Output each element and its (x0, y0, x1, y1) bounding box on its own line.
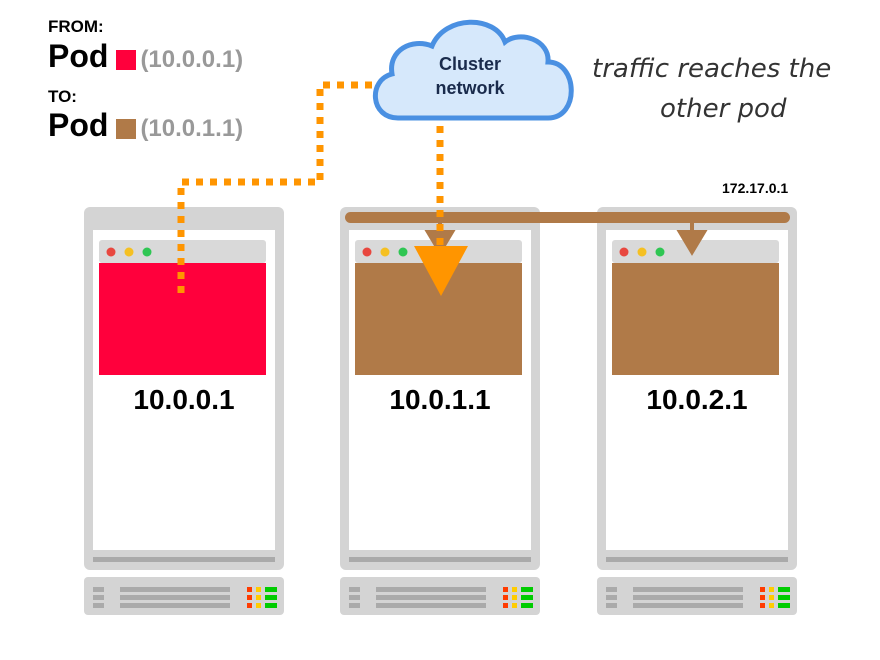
status-led-red (247, 587, 252, 592)
status-led-green (778, 587, 790, 592)
status-led-red (503, 595, 508, 600)
status-led-red (503, 603, 508, 608)
server-bottom-bar (606, 557, 788, 562)
status-led-yellow (512, 603, 517, 608)
server-bottom-bar (349, 557, 531, 562)
status-led-green (265, 603, 277, 608)
base-drive (633, 595, 743, 600)
window-close-dot (106, 247, 116, 257)
to-pod-text: Pod (48, 107, 109, 143)
base-slot (349, 595, 360, 600)
base-drive (633, 587, 743, 592)
status-led-yellow (769, 603, 774, 608)
cloud-label-line1: Cluster (438, 54, 501, 74)
status-led-red (247, 595, 252, 600)
base-drive (120, 603, 230, 608)
base-drive (120, 595, 230, 600)
status-led-red (760, 595, 765, 600)
status-led-red (503, 587, 508, 592)
base-drive (376, 587, 486, 592)
status-led-yellow (256, 603, 261, 608)
window-maximize-dot (398, 247, 408, 257)
status-led-yellow (769, 595, 774, 600)
status-led-green (778, 603, 790, 608)
server-ip-3: 10.0.2.1 (646, 384, 748, 415)
window-minimize-dot (380, 247, 390, 257)
window-maximize-dot (142, 247, 152, 257)
status-led-green (265, 595, 277, 600)
status-led-green (778, 595, 790, 600)
from-pod-text: Pod (48, 38, 109, 74)
traffic-arrowhead (414, 246, 468, 296)
from-label: FROM: (48, 17, 104, 36)
to-label: TO: (48, 87, 77, 106)
server-ip-1: 10.0.0.1 (133, 384, 235, 415)
window-minimize-dot (637, 247, 647, 257)
window-close-dot (362, 247, 372, 257)
base-slot (606, 603, 617, 608)
status-led-yellow (512, 595, 517, 600)
base-drive (376, 595, 486, 600)
status-led-red (760, 587, 765, 592)
base-drive (120, 587, 230, 592)
server-bottom-bar (93, 557, 275, 562)
server-ip-2: 10.0.1.1 (389, 384, 491, 415)
base-slot (606, 587, 617, 592)
status-led-yellow (256, 595, 261, 600)
pod-window-content (612, 263, 779, 375)
cloud-label: Cluster network (410, 52, 530, 100)
annotation-line2: other pod (660, 94, 787, 124)
base-slot (349, 587, 360, 592)
status-led-red (247, 603, 252, 608)
annotation-line1: traffic reaches the (592, 54, 832, 84)
from-pod-swatch (116, 49, 137, 70)
status-led-yellow (512, 587, 517, 592)
cloud-label-line2: network (435, 78, 505, 98)
base-slot (93, 587, 104, 592)
status-led-green (521, 587, 533, 592)
window-close-dot (619, 247, 629, 257)
pod-window-titlebar (99, 240, 266, 263)
to-pod-ip: (10.0.1.1) (140, 115, 244, 142)
base-slot (349, 603, 360, 608)
pod-window-content (99, 263, 266, 375)
window-maximize-dot (655, 247, 665, 257)
bridge-arrow-2 (676, 223, 708, 256)
cloud-shape (373, 19, 574, 121)
status-led-red (760, 603, 765, 608)
status-led-green (521, 595, 533, 600)
traffic-path-out (177, 81, 378, 293)
status-led-yellow (256, 587, 261, 592)
base-slot (93, 595, 104, 600)
to-pod: Pod (10.0.1.1) (48, 107, 243, 145)
status-led-green (521, 603, 533, 608)
base-drive (376, 603, 486, 608)
pod-window-titlebar (612, 240, 779, 263)
bridge-ip: 172.17.0.1 (722, 180, 789, 196)
status-led-yellow (769, 587, 774, 592)
from-pod-ip: (10.0.0.1) (140, 46, 244, 73)
status-led-green (265, 587, 277, 592)
bridge-bus (345, 212, 790, 223)
to-pod-swatch (116, 118, 137, 139)
from-pod: Pod (10.0.0.1) (48, 38, 243, 76)
base-drive (633, 603, 743, 608)
window-minimize-dot (124, 247, 134, 257)
base-slot (606, 595, 617, 600)
base-slot (93, 603, 104, 608)
